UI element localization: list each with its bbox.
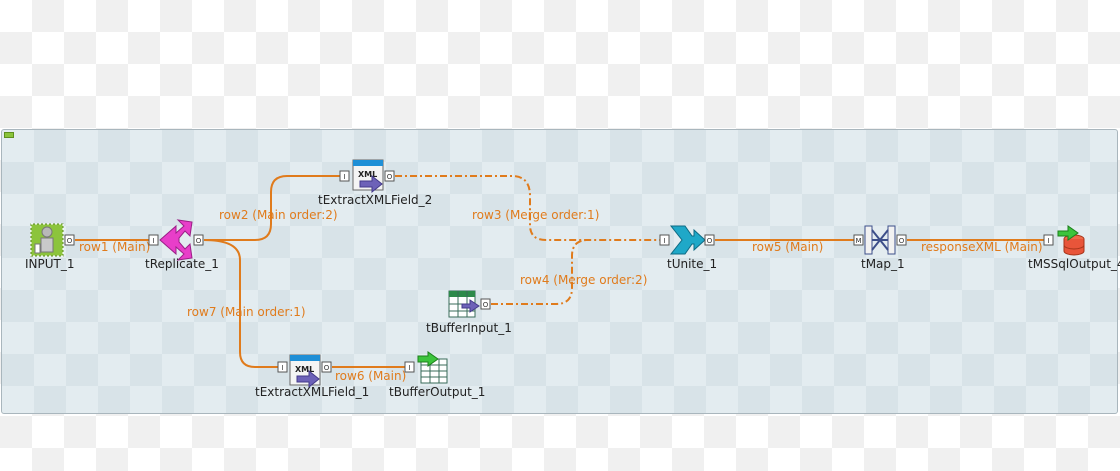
component-label: tBufferInput_1 — [426, 321, 512, 335]
svg-text:I: I — [152, 237, 154, 245]
component-label: tUnite_1 — [667, 257, 717, 271]
link-row4[interactable] — [491, 239, 589, 305]
input-icon — [30, 223, 64, 257]
port-treplicate-1-in[interactable]: I — [148, 234, 159, 246]
port-textractxmlfield-1-out[interactable]: O — [321, 361, 332, 373]
port-tbufferoutput-1-in[interactable]: I — [404, 361, 415, 373]
component-label: tExtractXMLField_2 — [318, 193, 432, 207]
component-label: tBufferOutput_1 — [389, 385, 485, 399]
svg-text:I: I — [343, 173, 345, 181]
unite-icon — [669, 225, 706, 255]
component-label: tExtractXMLField_1 — [255, 385, 369, 399]
map-icon — [864, 225, 896, 255]
link-label-row7[interactable]: row7 (Main order:1) — [187, 305, 306, 319]
link-label-row5[interactable]: row5 (Main) — [752, 240, 823, 254]
xml-extract-icon: XML — [352, 159, 384, 194]
xml-tag: XML — [295, 365, 314, 374]
svg-text:O: O — [707, 237, 713, 245]
svg-text:I: I — [1047, 237, 1049, 245]
component-textractxmlfield-2[interactable]: XML tExtractXMLField_2 — [318, 159, 432, 207]
component-treplicate-1[interactable]: tReplicate_1 — [145, 219, 219, 271]
svg-text:O: O — [324, 364, 330, 372]
port-input-1-out[interactable]: O — [64, 234, 75, 246]
subjob-collapse-toggle[interactable] — [4, 132, 14, 138]
component-tbufferoutput-1[interactable]: tBufferOutput_1 — [389, 351, 485, 399]
link-row7[interactable] — [203, 239, 278, 368]
replicate-icon — [159, 219, 193, 261]
svg-text:M: M — [855, 237, 861, 245]
svg-text:I: I — [663, 237, 665, 245]
component-textractxmlfield-1[interactable]: XML tExtractXMLField_1 — [255, 354, 369, 399]
svg-text:O: O — [387, 173, 393, 181]
component-label: tReplicate_1 — [145, 257, 219, 271]
link-label-row6[interactable]: row6 (Main) — [335, 369, 406, 383]
port-treplicate-1-out[interactable]: O — [193, 234, 204, 246]
component-tbufferinput-1[interactable]: tBufferInput_1 — [426, 290, 512, 335]
component-label: INPUT_1 — [25, 257, 75, 271]
subjob-background[interactable] — [1, 129, 1118, 414]
svg-text:O: O — [196, 237, 202, 245]
component-tmap-1[interactable]: tMap_1 — [861, 225, 905, 271]
buffer-output-icon — [417, 351, 448, 384]
port-tmap-1-out[interactable]: O — [896, 234, 907, 246]
component-label: tMSSqlOutput_4 — [1028, 257, 1120, 271]
database-output-icon — [1057, 225, 1085, 256]
port-tmap-1-in[interactable]: M — [853, 234, 864, 246]
link-label-row3[interactable]: row3 (Merge order:1) — [472, 208, 599, 222]
port-textractxmlfield-1-in[interactable]: I — [277, 361, 288, 373]
svg-text:O: O — [899, 237, 905, 245]
svg-text:I: I — [281, 364, 283, 372]
link-label-responsexml[interactable]: responseXML (Main) — [921, 240, 1043, 254]
buffer-input-icon — [448, 290, 480, 318]
port-tbufferinput-1-out[interactable]: O — [480, 298, 491, 310]
port-tunite-1-in[interactable]: I — [659, 234, 670, 246]
port-textractxmlfield-2-out[interactable]: O — [384, 170, 395, 182]
link-label-row1[interactable]: row1 (Main) — [79, 240, 150, 254]
port-tunite-1-out[interactable]: O — [704, 234, 715, 246]
svg-text:I: I — [408, 364, 410, 372]
component-tunite-1[interactable]: tUnite_1 — [667, 225, 717, 271]
svg-text:O: O — [483, 301, 489, 309]
xml-tag: XML — [358, 170, 377, 179]
link-label-row2[interactable]: row2 (Main order:2) — [219, 208, 338, 222]
svg-text:O: O — [67, 237, 73, 245]
port-textractxmlfield-2-in[interactable]: I — [339, 170, 350, 182]
link-label-row4[interactable]: row4 (Merge order:2) — [520, 273, 647, 287]
component-tmssqloutput-4[interactable]: tMSSqlOutput_4 — [1028, 225, 1120, 271]
port-tmssqloutput-4-in[interactable]: I — [1043, 234, 1054, 246]
component-label: tMap_1 — [861, 257, 905, 271]
xml-extract-icon: XML — [289, 354, 321, 389]
component-input-1[interactable]: INPUT_1 — [25, 223, 75, 271]
link-row3[interactable] — [395, 175, 660, 241]
link-row2[interactable] — [204, 175, 340, 241]
